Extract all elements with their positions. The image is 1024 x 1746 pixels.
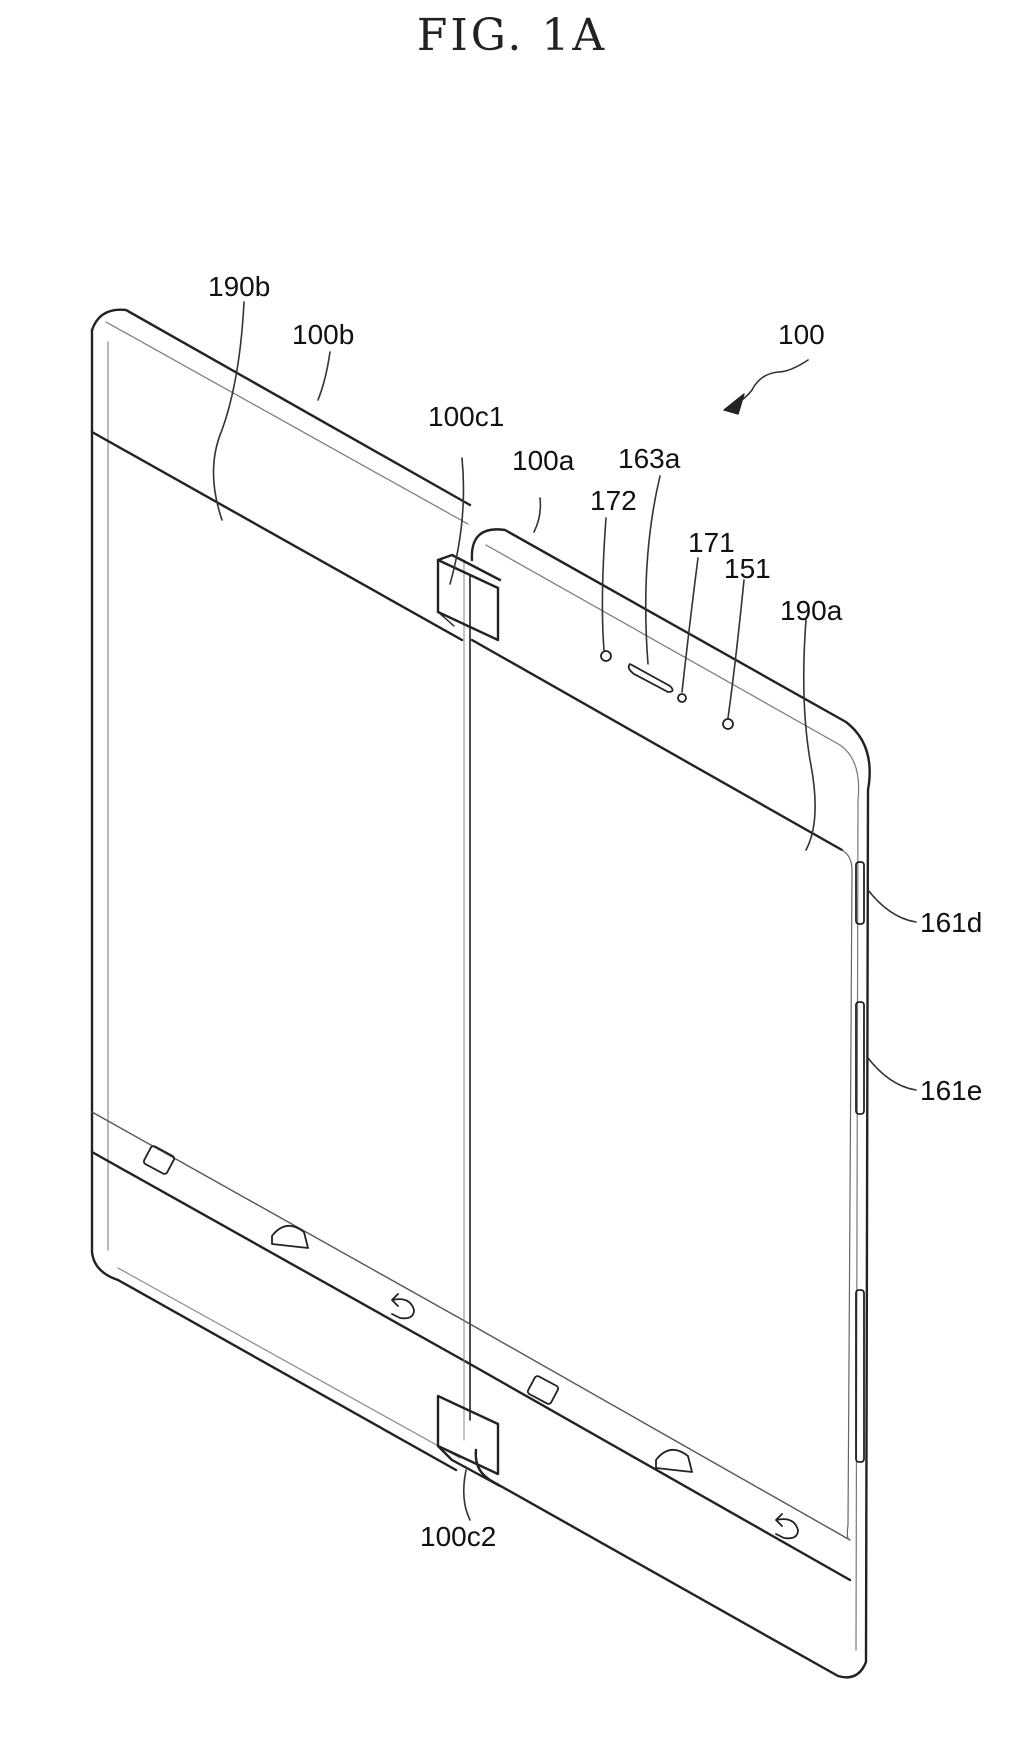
figure-title: FIG. 1A [416, 10, 608, 61]
leader-161d [867, 889, 917, 923]
back-icon [391, 1293, 415, 1320]
label-171: 171 [688, 527, 735, 558]
sensor-172 [600, 650, 612, 662]
left-housing [90, 308, 472, 1472]
home-icon [655, 1449, 693, 1473]
leader-172 [601, 517, 607, 651]
label-190a: 190a [780, 595, 843, 626]
leader-100c1 [449, 457, 465, 585]
label-161d: 161d [920, 907, 982, 938]
label-100c1: 100c1 [428, 401, 504, 432]
label-190b: 190b [208, 271, 270, 302]
leader-161e [867, 1057, 917, 1091]
leader-100c2 [462, 1469, 471, 1521]
side-button-lower [855, 1001, 865, 1115]
label-100c2: 100c2 [420, 1521, 496, 1552]
leader-100a [533, 497, 542, 533]
label-100a: 100a [512, 445, 575, 476]
right-housing [468, 528, 871, 1679]
side-button-upper [855, 861, 865, 925]
back-icon [775, 1513, 799, 1540]
device-arrow [723, 393, 745, 415]
camera-151 [722, 718, 734, 730]
leader-100 [735, 359, 809, 405]
recent-apps-icon [526, 1375, 560, 1405]
label-161e: 161e [920, 1075, 982, 1106]
label-100: 100 [778, 319, 825, 350]
hinge-lower [436, 1394, 502, 1488]
label-163a: 163a [618, 443, 681, 474]
home-icon [271, 1225, 309, 1249]
leader-100b [317, 351, 331, 401]
leader-190b [212, 301, 245, 521]
leader-190a [802, 619, 816, 851]
label-100b: 100b [292, 319, 354, 350]
speaker-slot [627, 663, 674, 693]
recent-apps-icon [142, 1145, 176, 1175]
leader-171 [681, 557, 699, 693]
sensor-171 [677, 693, 687, 703]
label-172: 172 [590, 485, 637, 516]
side-button-extra [855, 1289, 865, 1463]
label-151: 151 [724, 553, 771, 584]
leader-163a [644, 475, 661, 665]
leader-151 [727, 579, 745, 719]
hinge-upper [436, 553, 502, 642]
